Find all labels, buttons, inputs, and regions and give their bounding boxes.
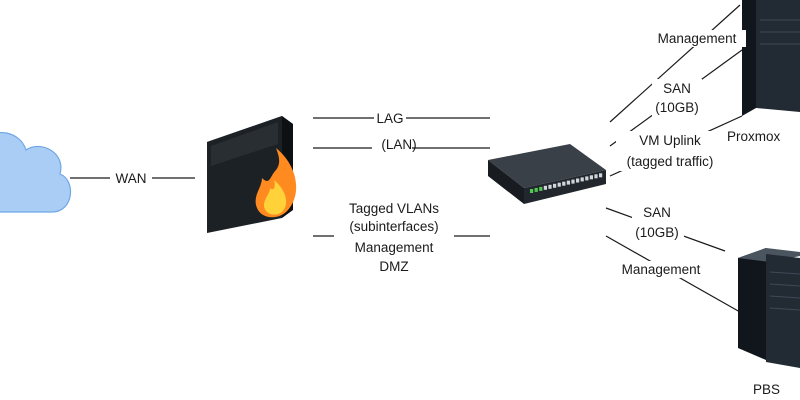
pbs-san-label: SAN xyxy=(643,205,671,220)
switch-port xyxy=(594,174,598,179)
network-switch-icon xyxy=(488,144,606,204)
cloud-icon xyxy=(0,132,72,213)
switch-port xyxy=(548,184,552,189)
switch-port xyxy=(589,175,593,180)
flame-icon xyxy=(255,148,297,218)
pbs-management-label: Management xyxy=(622,262,701,277)
switch-ports xyxy=(530,173,603,193)
vlan-management-label: Management xyxy=(355,240,434,255)
proxmox-san-speed-label: (10GB) xyxy=(655,100,699,115)
vm-uplink-label: VM Uplink xyxy=(639,133,701,148)
switch-port xyxy=(543,185,547,190)
switch-port xyxy=(539,186,543,191)
proxmox-san-label: SAN xyxy=(663,81,691,96)
proxmox-server-icon xyxy=(742,0,800,116)
wan-label: WAN xyxy=(116,171,147,186)
switch-port xyxy=(562,181,566,186)
switch-port xyxy=(530,189,534,193)
lan-label: (LAN) xyxy=(381,137,416,152)
switch-port xyxy=(553,183,557,188)
switch-port xyxy=(580,177,584,182)
proxmox-management-link xyxy=(609,4,741,123)
switch-port xyxy=(557,182,561,187)
switch-port xyxy=(534,187,538,192)
switch-port xyxy=(566,180,570,185)
firewall-icon xyxy=(207,116,297,233)
switch-port xyxy=(576,178,580,183)
switch-port xyxy=(599,173,603,178)
switch-port xyxy=(585,176,589,181)
subinterfaces-label: (subinterfaces) xyxy=(349,219,438,234)
lag-label: LAG xyxy=(376,111,403,126)
proxmox-management-label: Management xyxy=(658,31,737,46)
pbs-label: PBS xyxy=(753,382,780,397)
pbs-san-speed-label: (10GB) xyxy=(635,225,679,240)
vlan-dmz-label: DMZ xyxy=(379,259,408,274)
switch-port xyxy=(571,179,575,184)
tagged-vlans-label: Tagged VLANs xyxy=(349,201,439,216)
edge-labels: WAN LAG (LAN) Tagged VLANs (subinterface… xyxy=(110,30,800,397)
pbs-server-icon xyxy=(738,248,800,368)
proxmox-label: Proxmox xyxy=(727,129,781,144)
tagged-traffic-label: (tagged traffic) xyxy=(627,154,714,169)
